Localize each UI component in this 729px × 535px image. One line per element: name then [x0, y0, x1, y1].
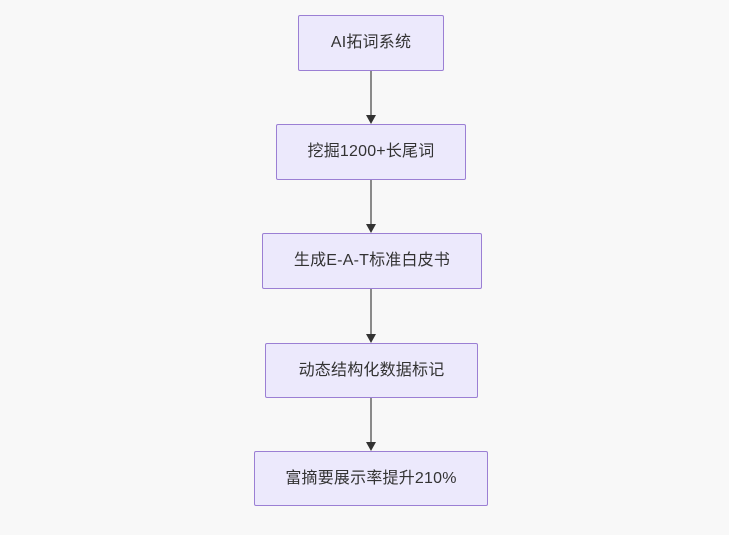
edge-line [370, 398, 372, 442]
edge-arrowhead-icon [366, 334, 376, 343]
flowchart-node-n3[interactable]: 生成E-A-T标准白皮书 [262, 233, 482, 289]
flowchart-node-label: 富摘要展示率提升210% [285, 469, 457, 487]
edge-arrowhead-icon [366, 442, 376, 451]
flowchart-node-n4[interactable]: 动态结构化数据标记 [265, 343, 478, 398]
edge-line [370, 71, 372, 115]
flowchart-node-label: AI拓词系统 [330, 34, 412, 51]
flowchart-node-n2[interactable]: 挖掘1200+长尾词 [276, 124, 466, 180]
flowchart-node-n1[interactable]: AI拓词系统 [298, 15, 444, 71]
edge-line [370, 180, 372, 224]
edge-line [370, 289, 372, 334]
flowchart-node-n5[interactable]: 富摘要展示率提升210% [254, 451, 488, 506]
flowchart-node-label: 动态结构化数据标记 [298, 361, 445, 379]
flowchart-node-label: 生成E-A-T标准白皮书 [293, 252, 451, 269]
flowchart-node-label: 挖掘1200+长尾词 [307, 143, 435, 160]
edge-arrowhead-icon [366, 115, 376, 124]
edge-arrowhead-icon [366, 224, 376, 233]
